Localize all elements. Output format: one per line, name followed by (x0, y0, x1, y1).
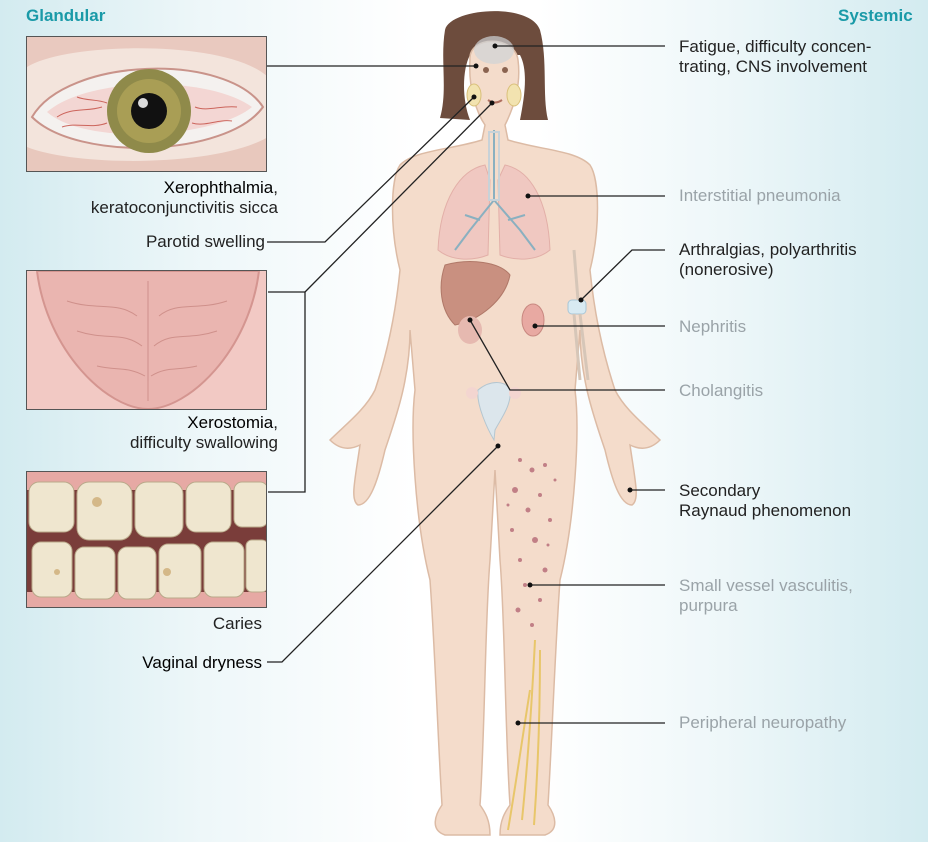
caries-label: Caries (60, 614, 262, 634)
cholangitis-label: Cholangitis (679, 381, 763, 401)
nephritis-label: Nephritis (679, 317, 746, 337)
teeth-image (27, 472, 267, 608)
xerophthalmia-label: Xerophthalmia, keratoconjunctivitis sicc… (30, 178, 278, 218)
parotid-swelling-label: Parotid swelling (60, 232, 265, 252)
interstitial-pneumonia-label: Interstitial pneumonia (679, 186, 841, 206)
eye-image (27, 37, 267, 172)
fatigue-label: Fatigue, difficulty concen-trating, CNS … (679, 37, 871, 77)
kidney (522, 304, 544, 336)
xerostomia-label: Xerostomia, difficulty swallowing (30, 413, 278, 453)
tongue-panel (26, 270, 267, 410)
teeth-panel (26, 471, 267, 608)
vasculitis-label: Small vessel vasculitis,purpura (679, 576, 853, 616)
tongue-image (27, 271, 267, 410)
vaginal-dryness-label: Vaginal dryness (60, 653, 262, 673)
elbow-joint (568, 300, 586, 314)
arthralgias-label: Arthralgias, polyarthritis(nonerosive) (679, 240, 857, 280)
eye-panel (26, 36, 267, 172)
peripheral-neuropathy-label: Peripheral neuropathy (679, 713, 846, 733)
brain-outline (474, 36, 514, 64)
parotid-gland-right (507, 84, 521, 106)
